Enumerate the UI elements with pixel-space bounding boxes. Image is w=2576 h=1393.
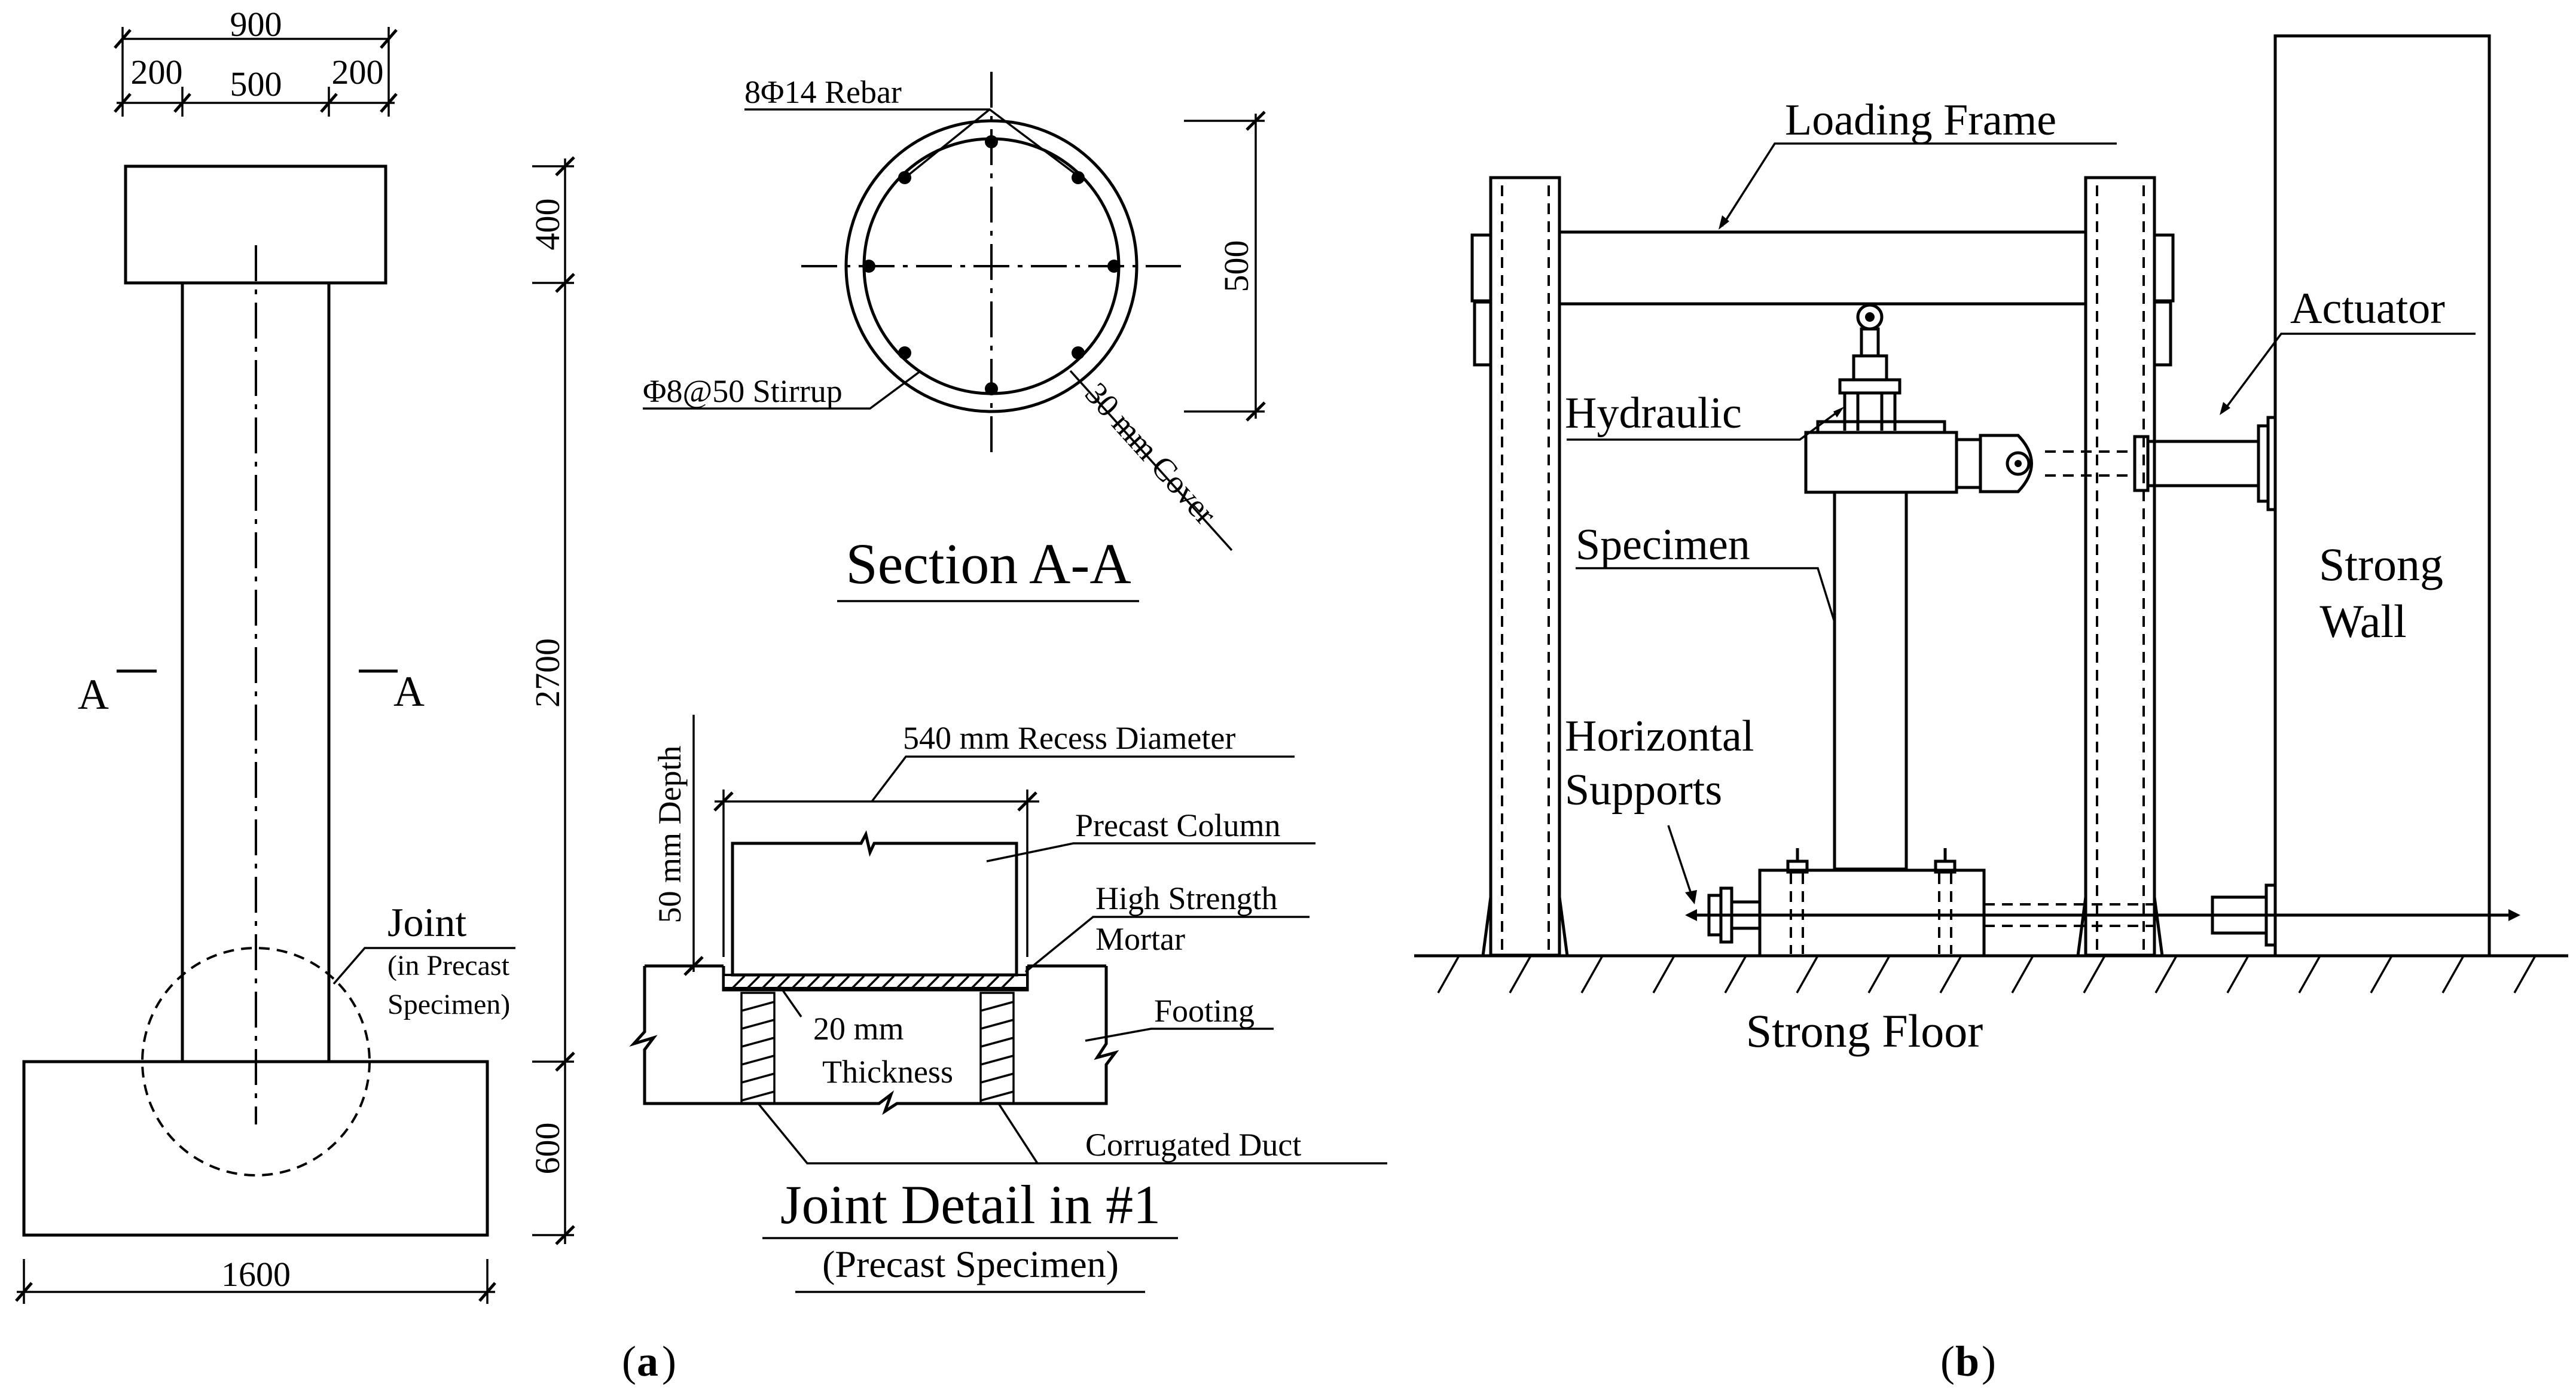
- section-a-a: 8Φ14 Rebar Φ8@50 Stirrup 30 mm Cover 500…: [643, 72, 1266, 602]
- corrugated-duct-left: [740, 992, 776, 1105]
- specimen-column: [1833, 490, 1908, 871]
- dim-200-left: 200: [131, 53, 183, 92]
- frame-column-right: [2084, 176, 2156, 957]
- svg-text:): ): [1982, 1337, 1996, 1385]
- hydraulic-jack: [1804, 431, 1958, 494]
- svg-text:(: (: [1940, 1337, 1955, 1385]
- strong-wall-label-1: Strong: [2319, 538, 2443, 590]
- section-mark-left: A: [78, 670, 109, 718]
- joint-note-1: (in Precast: [387, 950, 510, 981]
- caption-a-letter: a: [637, 1337, 658, 1385]
- rebar-dot: [862, 260, 875, 273]
- specimen-label: Specimen: [1576, 520, 1750, 569]
- actuator-clevis: [1979, 434, 2033, 493]
- caption-b: ( b ): [1940, 1337, 1996, 1385]
- floor-hatch: [1437, 955, 2537, 993]
- joint-label: Joint: [387, 900, 466, 945]
- dim-500: 500: [230, 65, 282, 103]
- duct-label: Corrugated Duct: [1085, 1127, 1301, 1163]
- joint-note-2: Specimen): [387, 989, 510, 1020]
- rebar-dot: [898, 346, 911, 359]
- svg-text:(: (: [622, 1337, 636, 1385]
- dim-200-right: 200: [332, 53, 384, 92]
- mortar-label-2: Mortar: [1095, 921, 1185, 957]
- specimen-elevation: 900 200 500 200 A A Joint (in Precast Sp…: [15, 5, 575, 1304]
- recess-label: 540 mm Recess Diameter: [903, 720, 1235, 756]
- rebar-dot: [1107, 260, 1121, 273]
- precast-column-label: Precast Column: [1075, 807, 1280, 843]
- rebar-dot: [1072, 346, 1085, 359]
- joint-detail: 50 mm Depth 540 mm Recess Diameter Preca…: [629, 715, 1387, 1293]
- horizontal-supports-label-1: Horizontal: [1565, 712, 1754, 761]
- mortar-label-1: High Strength: [1095, 880, 1278, 916]
- strong-floor-label: Strong Floor: [1746, 1005, 1983, 1057]
- dim-600: 600: [528, 1123, 567, 1175]
- loading-cap: [124, 164, 387, 285]
- thickness-label-1: 20 mm: [813, 1011, 904, 1047]
- joint-circle: [141, 947, 371, 1176]
- rebar-dot: [985, 135, 998, 148]
- actuator-label: Actuator: [2290, 284, 2445, 333]
- footing: [22, 1060, 489, 1237]
- stirrup-label: Φ8@50 Stirrup: [643, 373, 843, 409]
- test-setup: Loading Frame Actuator Hydraulic Specime…: [1414, 34, 2568, 1057]
- corrugated-duct-right: [979, 992, 1015, 1105]
- horizontal-supports-label-2: Supports: [1565, 766, 1722, 815]
- section-mark-right: A: [393, 667, 425, 715]
- dim-1600: 1600: [221, 1255, 291, 1294]
- caption-b-letter: b: [1955, 1337, 1979, 1385]
- loading-frame-beam: [1558, 230, 2087, 306]
- rebar-label: 8Φ14 Rebar: [744, 74, 902, 110]
- dim-900: 900: [230, 5, 282, 44]
- precast-column-block: [731, 830, 1018, 977]
- thickness-label-2: Thickness: [822, 1054, 953, 1090]
- rebar-dot: [985, 382, 998, 395]
- joint-detail-subtitle: (Precast Specimen): [822, 1243, 1119, 1285]
- hydraulic-label: Hydraulic: [1565, 389, 1742, 438]
- depth-label: 50 mm Depth: [652, 746, 688, 923]
- strong-wall-label-2: Wall: [2319, 595, 2406, 647]
- rebar-dot: [898, 171, 911, 184]
- caption-a: ( a ): [622, 1337, 676, 1385]
- strong-wall: [2273, 34, 2491, 958]
- dim-2700: 2700: [528, 638, 567, 708]
- joint-detail-title: Joint Detail in #1: [780, 1174, 1161, 1235]
- section-title: Section A-A: [846, 532, 1131, 596]
- loading-frame-label: Loading Frame: [1785, 96, 2056, 145]
- frame-column-left: [1489, 176, 1561, 957]
- footing-label: Footing: [1154, 993, 1255, 1029]
- dim-400: 400: [528, 199, 567, 251]
- dim-500-section: 500: [1217, 240, 1256, 292]
- actuator-body: [2146, 440, 2260, 487]
- svg-text:): ): [662, 1337, 676, 1385]
- cover-label: 30 mm Cover: [1078, 376, 1223, 532]
